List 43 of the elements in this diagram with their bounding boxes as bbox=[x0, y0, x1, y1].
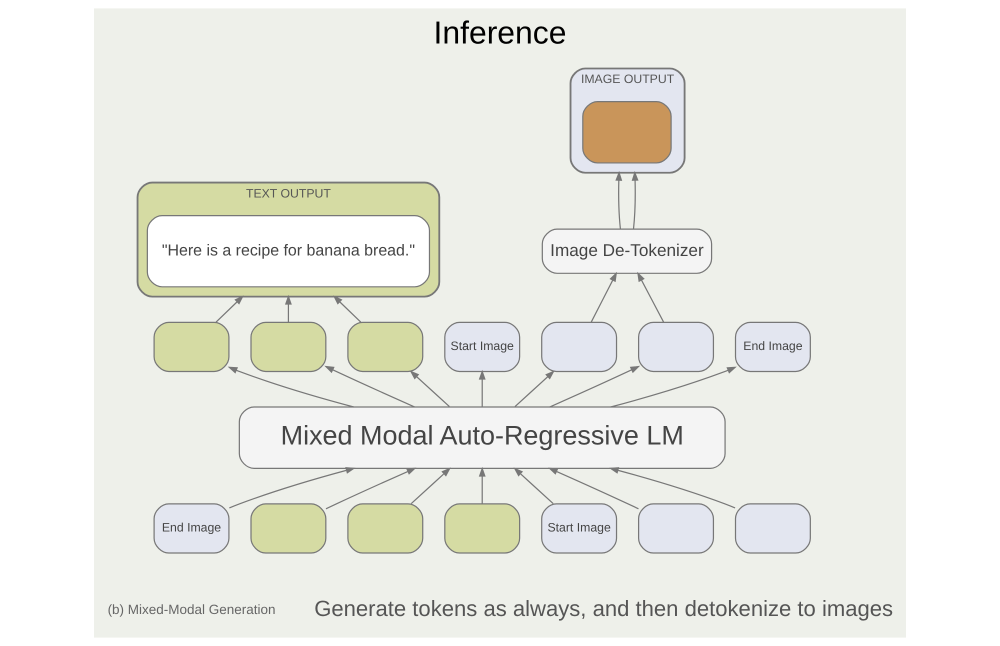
arrow bbox=[410, 467, 451, 504]
node-box: Image De-Tokenizer bbox=[542, 228, 712, 274]
node-box: Mixed Modal Auto-Regressive LM bbox=[238, 406, 726, 469]
node-box: End Image bbox=[154, 503, 230, 554]
arrow bbox=[608, 467, 736, 509]
node-box bbox=[638, 322, 714, 372]
node-box: Start Image bbox=[444, 322, 520, 372]
node-box bbox=[444, 503, 520, 554]
arrow bbox=[478, 466, 486, 504]
node-box: End Image bbox=[734, 322, 811, 372]
node-box bbox=[734, 503, 811, 554]
arrow bbox=[326, 468, 416, 510]
diagram-title: Inference bbox=[434, 14, 566, 51]
arrow bbox=[637, 272, 664, 322]
node-box bbox=[250, 503, 326, 554]
label: Generate tokens as always, and then detokenize to images bbox=[314, 596, 894, 622]
arrow bbox=[229, 467, 356, 509]
cluster: IMAGE OUTPUT bbox=[570, 68, 686, 174]
arrow bbox=[284, 294, 292, 322]
arrow bbox=[478, 370, 486, 407]
arrow bbox=[228, 366, 354, 408]
node-box bbox=[154, 322, 230, 372]
node-box bbox=[541, 322, 618, 372]
arrow bbox=[549, 366, 640, 408]
node-box bbox=[638, 503, 714, 554]
arrow bbox=[324, 366, 416, 408]
node-box bbox=[250, 322, 326, 372]
arrow bbox=[216, 295, 244, 323]
arrow bbox=[514, 370, 555, 407]
arrow bbox=[548, 468, 639, 510]
arrow bbox=[332, 295, 362, 323]
node-box bbox=[582, 100, 672, 164]
node-box: "Here is a recipe for banana bread." bbox=[146, 215, 430, 288]
node-box bbox=[347, 322, 424, 372]
caption: (b) Mixed-Modal Generation bbox=[108, 602, 276, 618]
arrow bbox=[615, 170, 622, 229]
arrow bbox=[632, 170, 639, 229]
arrow bbox=[410, 370, 450, 407]
arrow bbox=[610, 366, 737, 408]
node-box bbox=[347, 503, 424, 554]
arrow bbox=[590, 272, 618, 322]
arrow bbox=[513, 467, 554, 504]
node-box: Start Image bbox=[541, 503, 618, 554]
